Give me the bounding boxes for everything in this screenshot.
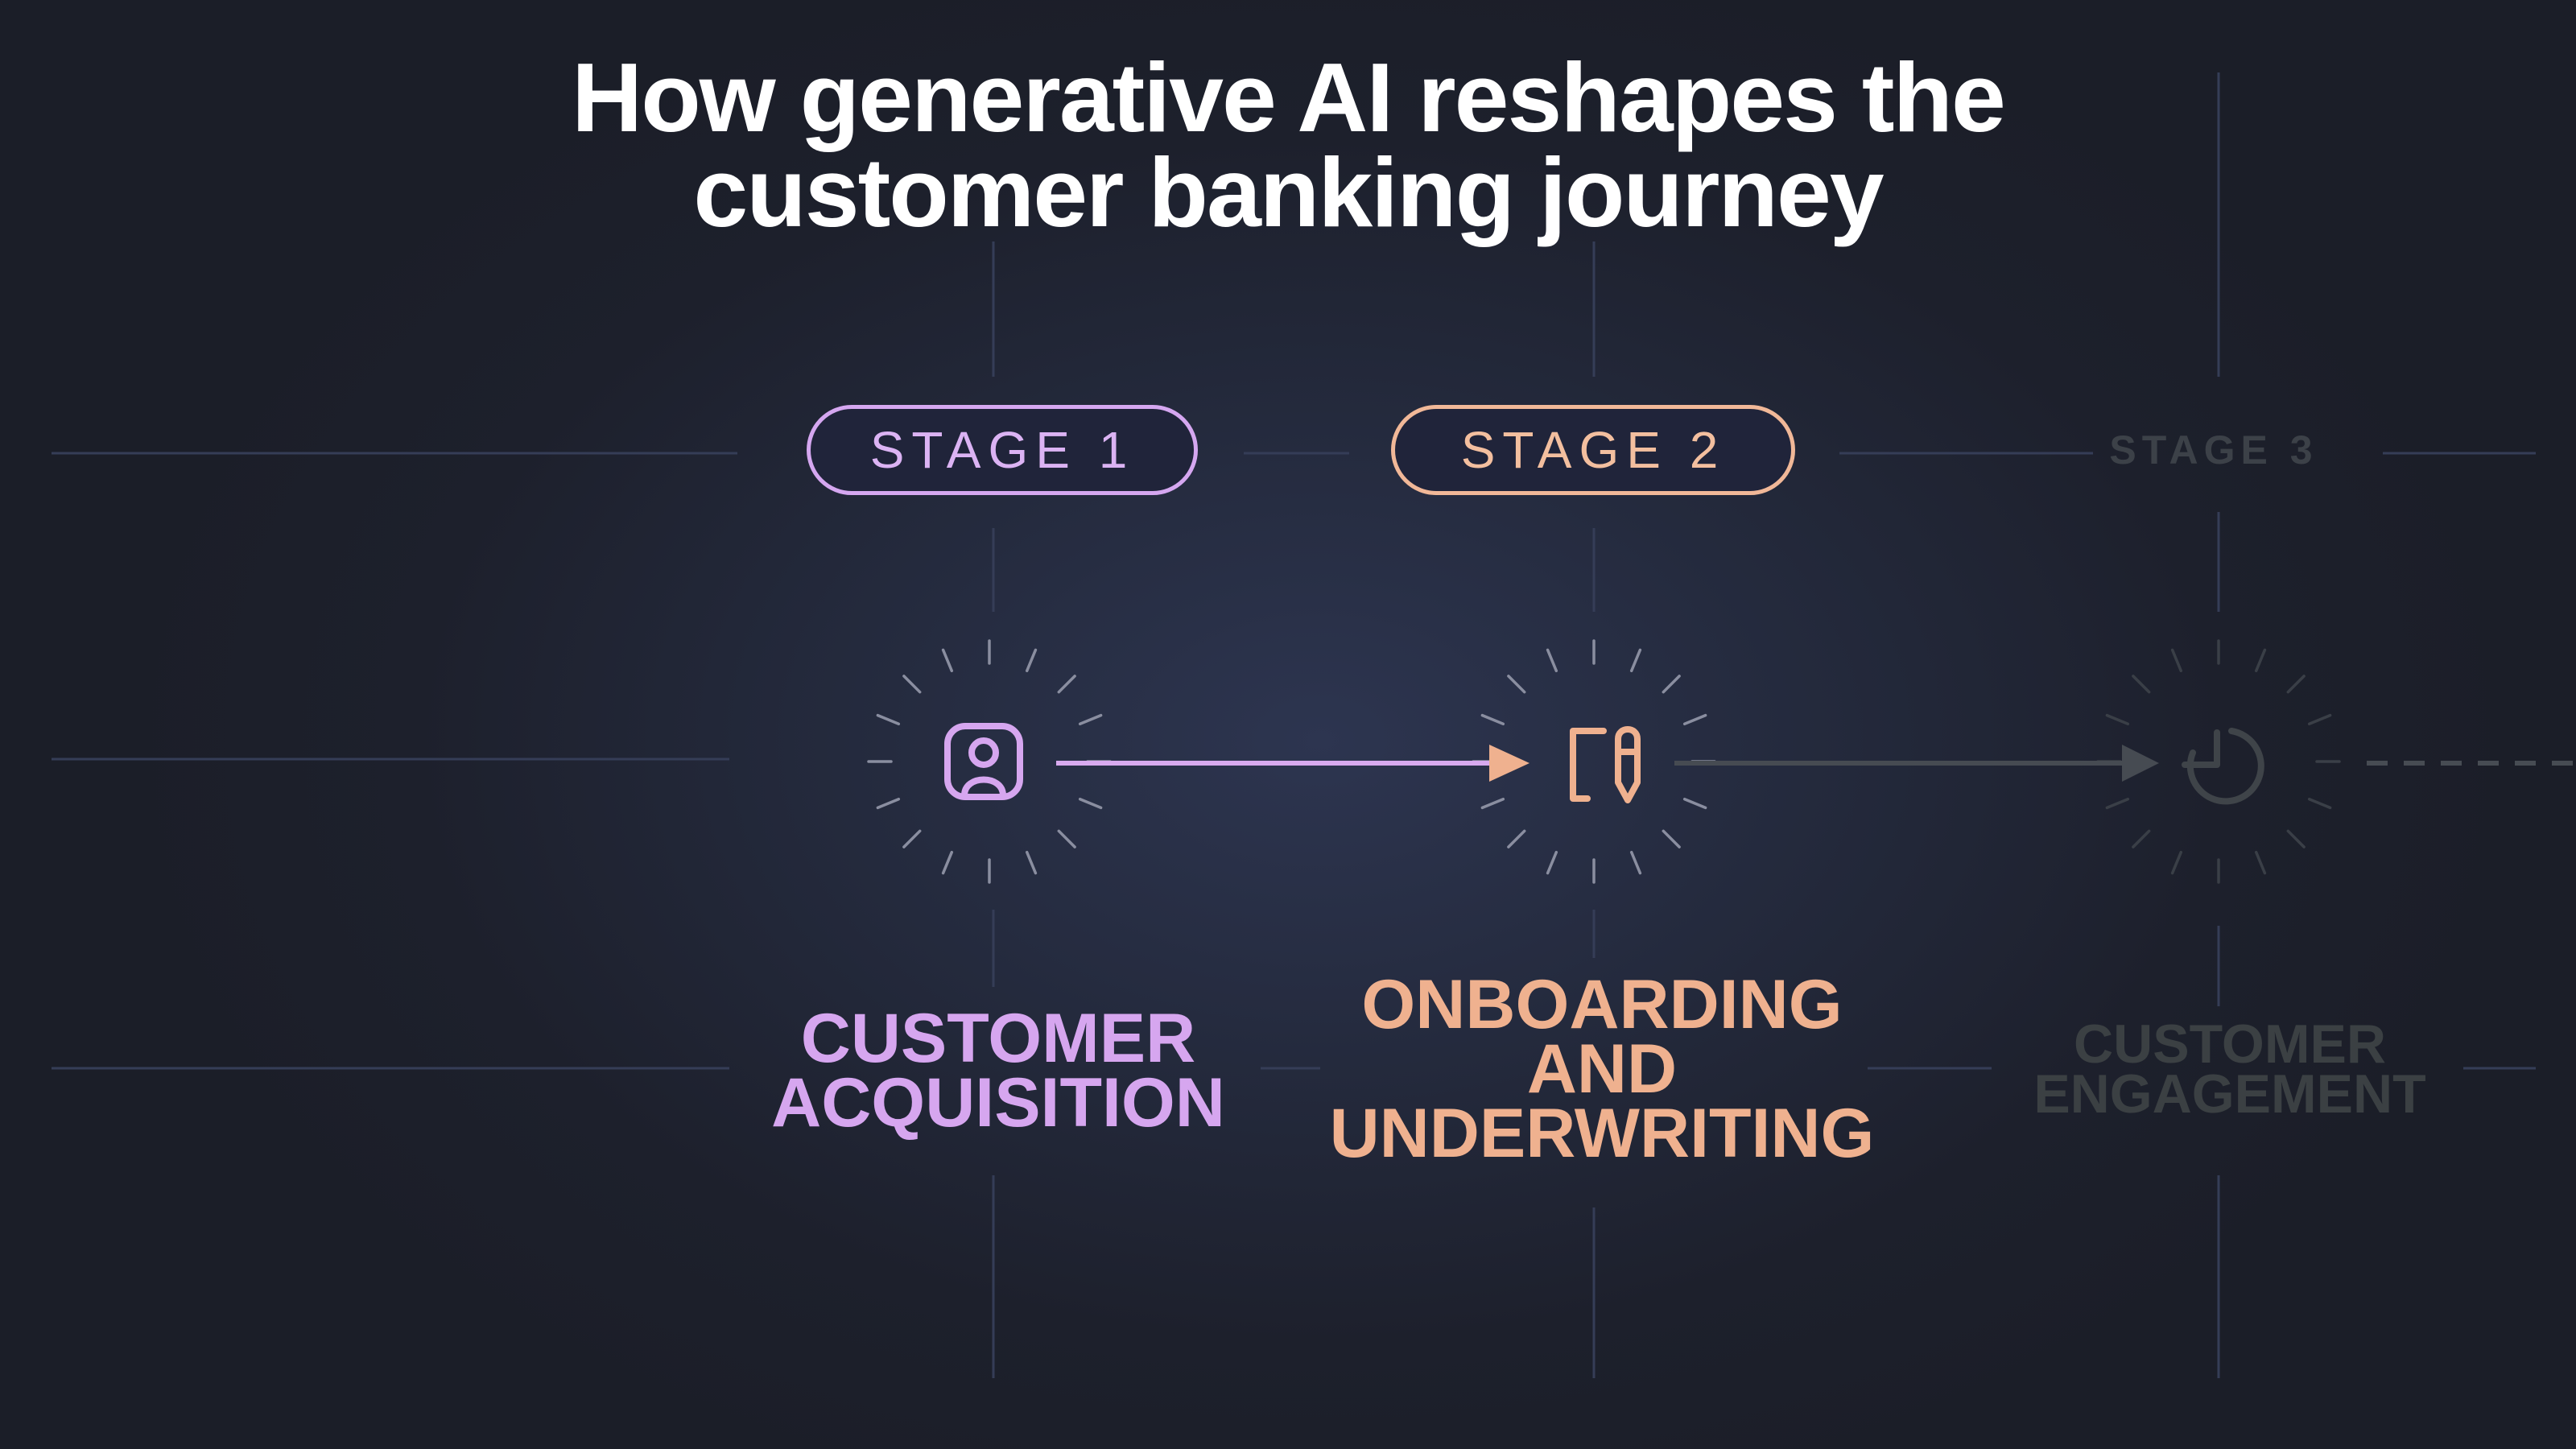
sunburst-tick	[2132, 675, 2151, 694]
title-line-2: customer banking journey	[693, 138, 1884, 247]
stage-3-label: CUSTOMER ENGAGEMENT	[1948, 1013, 2512, 1125]
sunburst-tick	[1682, 797, 1707, 810]
sunburst-tick	[1507, 829, 1526, 848]
sunburst-tick	[1078, 713, 1103, 726]
sunburst-tick	[876, 797, 901, 810]
page-title: How generative AI reshapes the customer …	[0, 43, 2576, 247]
sunburst-tick	[1546, 850, 1558, 875]
connector-arrow-1	[1056, 745, 1530, 782]
stage-1-label-line: ACQUISITION	[771, 1064, 1225, 1141]
sunburst-tick	[941, 648, 954, 673]
sunburst-tick	[1078, 797, 1103, 810]
document-pen-icon	[1570, 726, 1641, 803]
stage-2-label-line: AND	[1526, 1030, 1678, 1108]
stage-2-label-line: UNDERWRITING	[1329, 1095, 1875, 1172]
connector-arrow-2	[1674, 745, 2159, 782]
sunburst-tick	[2307, 797, 2332, 810]
sunburst-tick	[1057, 829, 1076, 848]
sunburst-tick	[1546, 648, 1558, 673]
stage-3-label-line: CUSTOMER	[2074, 1013, 2386, 1075]
sunburst-tick	[1057, 675, 1076, 694]
sunburst-tick	[2286, 675, 2306, 694]
sunburst-ticks	[867, 639, 1112, 884]
sunburst-tick	[1480, 797, 1505, 810]
sunburst-tick	[1682, 713, 1707, 726]
sunburst-tick	[1480, 713, 1505, 726]
sunburst-tick	[2254, 648, 2267, 673]
sunburst-tick	[2254, 850, 2267, 875]
stage-2-label-line: ONBOARDING	[1361, 966, 1843, 1043]
title-line-1: How generative AI reshapes the	[572, 43, 2006, 152]
sunburst-tick	[1629, 850, 1642, 875]
sunburst-tick	[1025, 850, 1038, 875]
person-id-icon	[944, 723, 1023, 800]
stage-1-label-line: CUSTOMER	[800, 1000, 1196, 1077]
sunburst-tick	[1025, 648, 1038, 673]
sunburst-tick	[2170, 648, 2183, 673]
sunburst-tick	[1662, 829, 1681, 848]
stage-3-label-line: ENGAGEMENT	[2033, 1063, 2426, 1125]
sunburst-tick	[1507, 675, 1526, 694]
stage-2-label: ONBOARDING AND UNDERWRITING	[1280, 966, 1924, 1172]
stage-2-badge: STAGE 2	[1391, 405, 1795, 495]
sunburst-tick	[2286, 829, 2306, 848]
sunburst-tick	[2105, 797, 2130, 810]
sunburst-tick	[2307, 713, 2332, 726]
sunburst-tick	[876, 713, 901, 726]
stage-3-badge: STAGE 3	[2109, 427, 2318, 473]
sunburst-ticks	[2096, 639, 2341, 884]
pie-chart-icon	[2182, 728, 2264, 805]
sunburst-tick	[1662, 675, 1681, 694]
sunburst-tick	[1629, 648, 1642, 673]
sunburst-tick	[2105, 713, 2130, 726]
stage-1-label: CUSTOMER ACQUISITION	[708, 1000, 1288, 1141]
stage-1-badge: STAGE 1	[807, 405, 1198, 495]
sunburst-tick	[941, 850, 954, 875]
sunburst-tick	[2170, 850, 2183, 875]
sunburst-tick	[2132, 829, 2151, 848]
sunburst-tick	[902, 829, 922, 848]
sunburst-tick	[902, 675, 922, 694]
